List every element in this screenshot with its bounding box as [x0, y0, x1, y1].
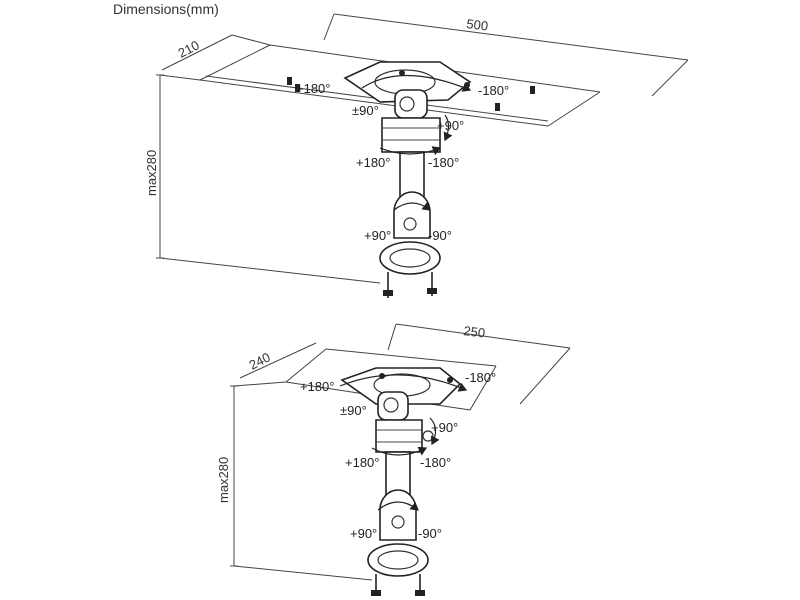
top-width-label: 500 [466, 16, 489, 34]
top-height-label: max280 [144, 150, 159, 196]
bottom-depth-label: 240 [247, 349, 273, 372]
bottom-clamp-left-angle: +90° [350, 526, 377, 541]
bottom-rotation-arrows [339, 374, 468, 511]
top-stud [530, 86, 535, 94]
bottom-tilt-left-angle: ±90° [340, 403, 367, 418]
top-plate-left-angle: +180° [296, 81, 330, 96]
top-clamp-left-angle: +90° [364, 228, 391, 243]
top-mount-assembly [343, 61, 472, 298]
top-plate-right-angle: -180° [478, 83, 509, 98]
bottom-height-label: max280 [216, 457, 231, 503]
bottom-width-label: 250 [463, 323, 486, 341]
bottom-swivel-right-angle: -180° [420, 455, 451, 470]
top-tilt-right-angle: +90° [437, 118, 464, 133]
bottom-swivel-left-angle: +180° [345, 455, 379, 470]
bottom-plate-right-angle: -180° [465, 370, 496, 385]
top-dimension-lines [156, 13, 689, 259]
top-stud [495, 103, 500, 111]
bottom-clamp-right-angle: -90° [418, 526, 442, 541]
top-swivel-left-angle: +180° [356, 155, 390, 170]
bottom-plate-left-angle: +180° [300, 379, 334, 394]
bottom-dimension-lines [230, 323, 571, 567]
top-clamp-right-angle: -90° [428, 228, 452, 243]
dimensions-title: Dimensions(mm) [113, 1, 219, 17]
bottom-view: 250 240 max280 [216, 323, 571, 596]
top-tilt-left-angle: ±90° [352, 103, 379, 118]
top-swivel-right-angle: -180° [428, 155, 459, 170]
top-view: 500 210 max280 [144, 13, 689, 298]
top-stud [287, 77, 292, 85]
top-rotation-arrows [361, 74, 472, 211]
top-depth-label: 210 [176, 37, 202, 60]
bottom-tilt-right-angle: +90° [431, 420, 458, 435]
top-stud [295, 84, 300, 92]
